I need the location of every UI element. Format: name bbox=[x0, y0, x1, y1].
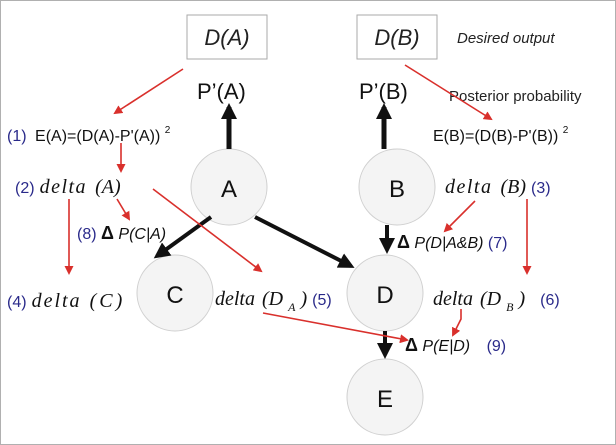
red-arrow-DB-to-EB bbox=[404, 64, 493, 121]
equation-EB-sup: 2 bbox=[563, 125, 569, 136]
delta-DA-open: (D bbox=[262, 288, 284, 310]
delta-p-ED-symbol: Δ bbox=[405, 335, 418, 355]
delta-p-ED-number: (9) bbox=[487, 338, 507, 355]
node-B-label: B bbox=[389, 176, 405, 203]
red-arrow-deltaB-to-pDAB bbox=[443, 200, 476, 233]
delta-A-word: delta bbox=[40, 176, 88, 198]
delta-B-number: (3) bbox=[531, 180, 551, 197]
delta-DA-close: ) bbox=[299, 288, 307, 310]
equation-EA-text: E(A)=(D(A)-P'(A)) bbox=[35, 128, 160, 145]
delta-B-word: delta bbox=[445, 176, 493, 198]
arrow-A-to-D bbox=[254, 215, 355, 268]
red-arrow-deltaA-to-pCA bbox=[116, 198, 131, 221]
arrow-A-to-C bbox=[153, 215, 213, 259]
posterior-probability-label: Posterior probability bbox=[449, 88, 582, 105]
delta-p-CA-symbol: Δ bbox=[101, 223, 114, 243]
delta-p-ED-text: P(E|D) bbox=[422, 338, 470, 355]
box-DA bbox=[186, 14, 268, 60]
delta-C-arg: (C) bbox=[90, 290, 126, 312]
box-DA-label: D(A) bbox=[204, 25, 249, 50]
delta-DA-number: (5) bbox=[312, 292, 332, 309]
node-C bbox=[136, 254, 214, 332]
node-E bbox=[346, 358, 424, 436]
equation-EA-sup: 2 bbox=[165, 125, 171, 136]
node-E-label: E bbox=[377, 386, 393, 413]
node-B bbox=[358, 148, 436, 226]
delta-A-number: (2) bbox=[15, 180, 35, 197]
desired-output-label: Desired output bbox=[457, 30, 555, 47]
delta-DB-number: (6) bbox=[540, 292, 560, 309]
red-arrow-DA-to-EA bbox=[113, 68, 184, 115]
delta-p-DAB: Δ P(D|A&B) (7) bbox=[397, 232, 507, 252]
delta-p-DAB-number: (7) bbox=[488, 235, 508, 252]
delta-DB: delta (D B ) (6) bbox=[433, 288, 560, 316]
delta-p-DAB-symbol: Δ bbox=[397, 232, 410, 252]
box-DB-label: D(B) bbox=[374, 25, 419, 50]
equation-EB-text: E(B)=(D(B)-P'(B)) bbox=[433, 128, 558, 145]
delta-DB-close: ) bbox=[517, 288, 525, 310]
node-D-label: D bbox=[376, 282, 393, 309]
delta-p-CA-number: (8) bbox=[77, 226, 97, 243]
posterior-PA: P’(A) bbox=[197, 79, 246, 104]
box-DB bbox=[356, 14, 438, 60]
delta-DA-sub: A bbox=[287, 300, 296, 314]
delta-p-CA-text: P(C|A) bbox=[118, 226, 166, 243]
delta-p-DAB-text: P(D|A&B) bbox=[414, 235, 483, 252]
node-C-label: C bbox=[166, 282, 183, 309]
delta-DB-word: delta bbox=[433, 288, 473, 310]
delta-A: (2) delta (A) bbox=[15, 176, 121, 198]
delta-A-arg: (A) bbox=[95, 176, 121, 198]
delta-B-arg: (B) bbox=[501, 176, 527, 198]
delta-C-word: delta bbox=[32, 290, 82, 312]
posterior-PB: P’(B) bbox=[359, 79, 408, 104]
delta-DB-sub: B bbox=[506, 300, 514, 314]
delta-p-ED: Δ P(E|D) (9) bbox=[405, 335, 506, 355]
delta-C: (4) delta (C) bbox=[7, 290, 125, 312]
delta-DA-word: delta bbox=[215, 288, 255, 310]
equation-EA-number: (1) bbox=[7, 128, 27, 145]
red-arrow-deltaA-to-deltaDA bbox=[152, 188, 263, 273]
delta-C-number: (4) bbox=[7, 294, 27, 311]
equation-EB: E(B)=(D(B)-P'(B)) 2 bbox=[433, 125, 569, 145]
delta-p-CA: (8) Δ P(C|A) bbox=[77, 223, 166, 243]
node-A-label: A bbox=[221, 176, 237, 203]
delta-DB-open: (D bbox=[480, 288, 502, 310]
delta-DA: delta (D A ) (5) bbox=[215, 288, 332, 316]
red-arrow-deltaDB-to-pED bbox=[452, 309, 462, 337]
equation-EA: (1) E(A)=(D(A)-P'(A)) 2 bbox=[7, 125, 171, 145]
delta-B: delta (B) (3) bbox=[445, 176, 551, 198]
red-arrow-deltaDA-to-pED bbox=[262, 312, 409, 344]
